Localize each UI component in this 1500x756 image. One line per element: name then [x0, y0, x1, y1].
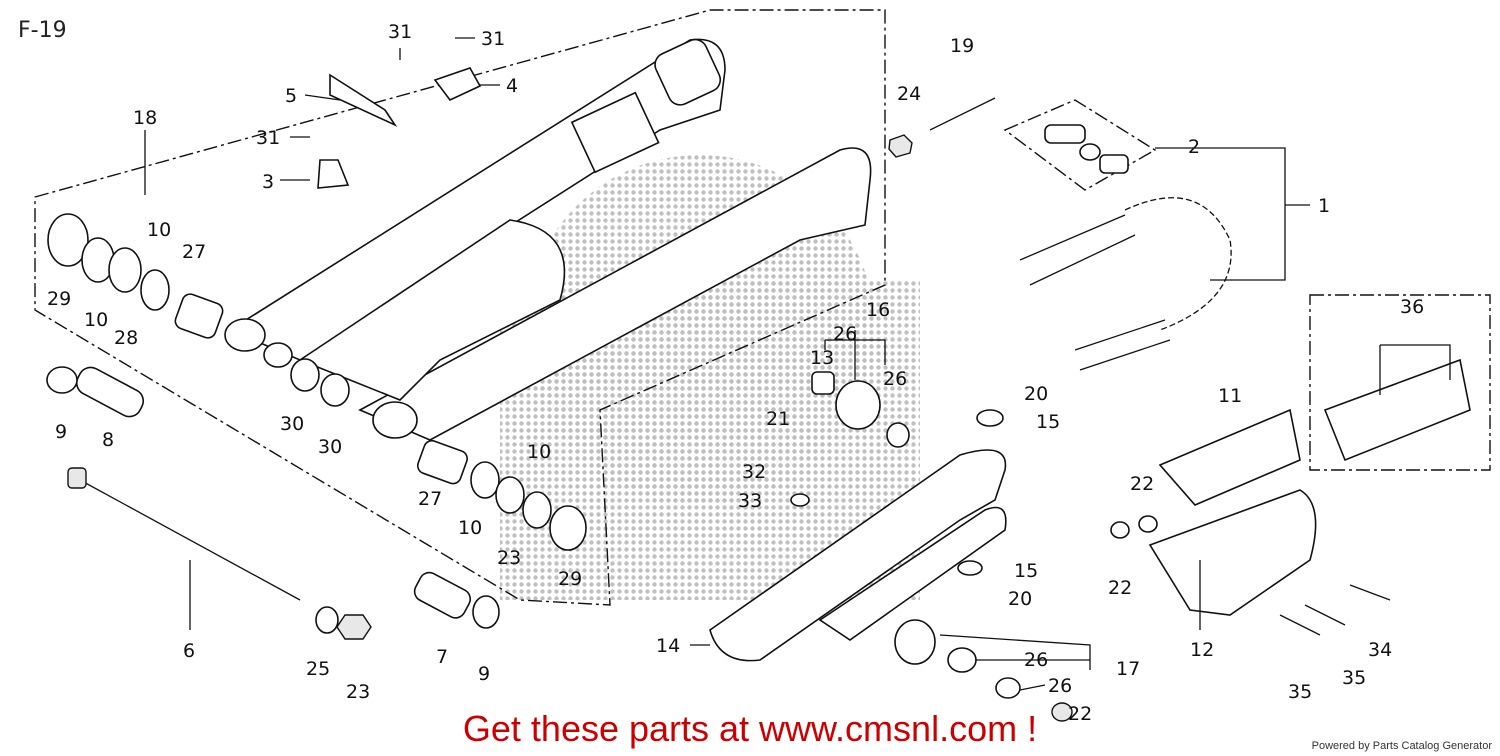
callout-20b: 20: [1008, 588, 1032, 610]
callout-13: 13: [810, 347, 834, 369]
pivot-hardware: [46, 67, 1391, 722]
callout-26c: 26: [1048, 675, 1072, 697]
callout-18: 18: [133, 107, 157, 129]
leader-lines: [144, 37, 1451, 691]
callout-5: 5: [285, 85, 297, 107]
callout-8: 8: [102, 429, 114, 451]
drive-chain: [1019, 197, 1232, 371]
callout-21: 21: [766, 408, 790, 430]
guide-block-36: [1323, 358, 1471, 462]
callout-31a: 31: [388, 21, 412, 43]
callout-31c: 31: [256, 127, 280, 149]
callout-36: 36: [1400, 296, 1424, 318]
callout-6: 6: [183, 640, 195, 662]
callout-30b: 30: [318, 436, 342, 458]
callout-10c: 10: [527, 441, 551, 463]
callout-23a: 23: [346, 681, 370, 703]
callout-27b: 27: [418, 488, 442, 510]
callout-17: 17: [1116, 658, 1140, 680]
callout-12: 12: [1190, 639, 1214, 661]
callout-1: 1: [1318, 195, 1330, 217]
callout-16: 16: [866, 299, 890, 321]
promo-banner-text[interactable]: Get these parts at www.cmsnl.com !: [462, 708, 1038, 749]
chain-joint-box: [1003, 99, 1157, 191]
promo-banner[interactable]: Get these parts at www.cmsnl.com !: [0, 708, 1500, 750]
guide-block-36-box: [1309, 294, 1491, 471]
callout-35a: 35: [1288, 681, 1312, 703]
callout-30a: 30: [280, 413, 304, 435]
callout-35b: 35: [1342, 667, 1366, 689]
credit-text: Powered by Parts Catalog Generator: [1311, 740, 1492, 752]
chain-guide: [1148, 489, 1317, 616]
callout-22b: 22: [1108, 577, 1132, 599]
chain-slider: [709, 449, 1007, 662]
callout-32: 32: [742, 461, 766, 483]
callout-29a: 29: [47, 288, 71, 310]
swingarm-group-box: [34, 9, 886, 606]
callout-26d: 26: [833, 323, 857, 345]
callout-29b: 29: [558, 568, 582, 590]
callout-3: 3: [262, 171, 274, 193]
guide-block-11: [1158, 408, 1301, 506]
callout-15a: 15: [1036, 411, 1060, 433]
callout-24: 24: [897, 83, 921, 105]
callout-14: 14: [656, 635, 680, 657]
callout-23b: 23: [497, 547, 521, 569]
callout-27a: 27: [182, 241, 206, 263]
callout-7: 7: [436, 646, 448, 668]
callout-19: 19: [950, 35, 974, 57]
callout-15b: 15: [1014, 560, 1038, 582]
callout-9b: 9: [478, 663, 490, 685]
callout-28: 28: [114, 327, 138, 349]
callout-10d: 10: [458, 517, 482, 539]
callout-22a: 22: [1130, 473, 1154, 495]
callout-9a: 9: [55, 421, 67, 443]
callout-31b: 31: [481, 28, 505, 50]
callout-22c: 22: [1068, 703, 1092, 725]
swingarm: [224, 38, 872, 441]
callout-4: 4: [506, 75, 518, 97]
callout-20a: 20: [1024, 383, 1048, 405]
callout-25: 25: [306, 658, 330, 680]
callout-34: 34: [1368, 639, 1392, 661]
callout-10b: 10: [84, 309, 108, 331]
diagram-code: F-19: [18, 18, 67, 43]
callout-33: 33: [738, 490, 762, 512]
callout-10a: 10: [147, 219, 171, 241]
callout-labels: 1 2 3 4 5 6 7 8 9 9 10 10 10 10 11 12 13…: [47, 21, 1424, 725]
callout-11: 11: [1218, 385, 1242, 407]
callout-26b: 26: [1024, 649, 1048, 671]
callout-2: 2: [1188, 136, 1200, 158]
callout-26a: 26: [883, 368, 907, 390]
